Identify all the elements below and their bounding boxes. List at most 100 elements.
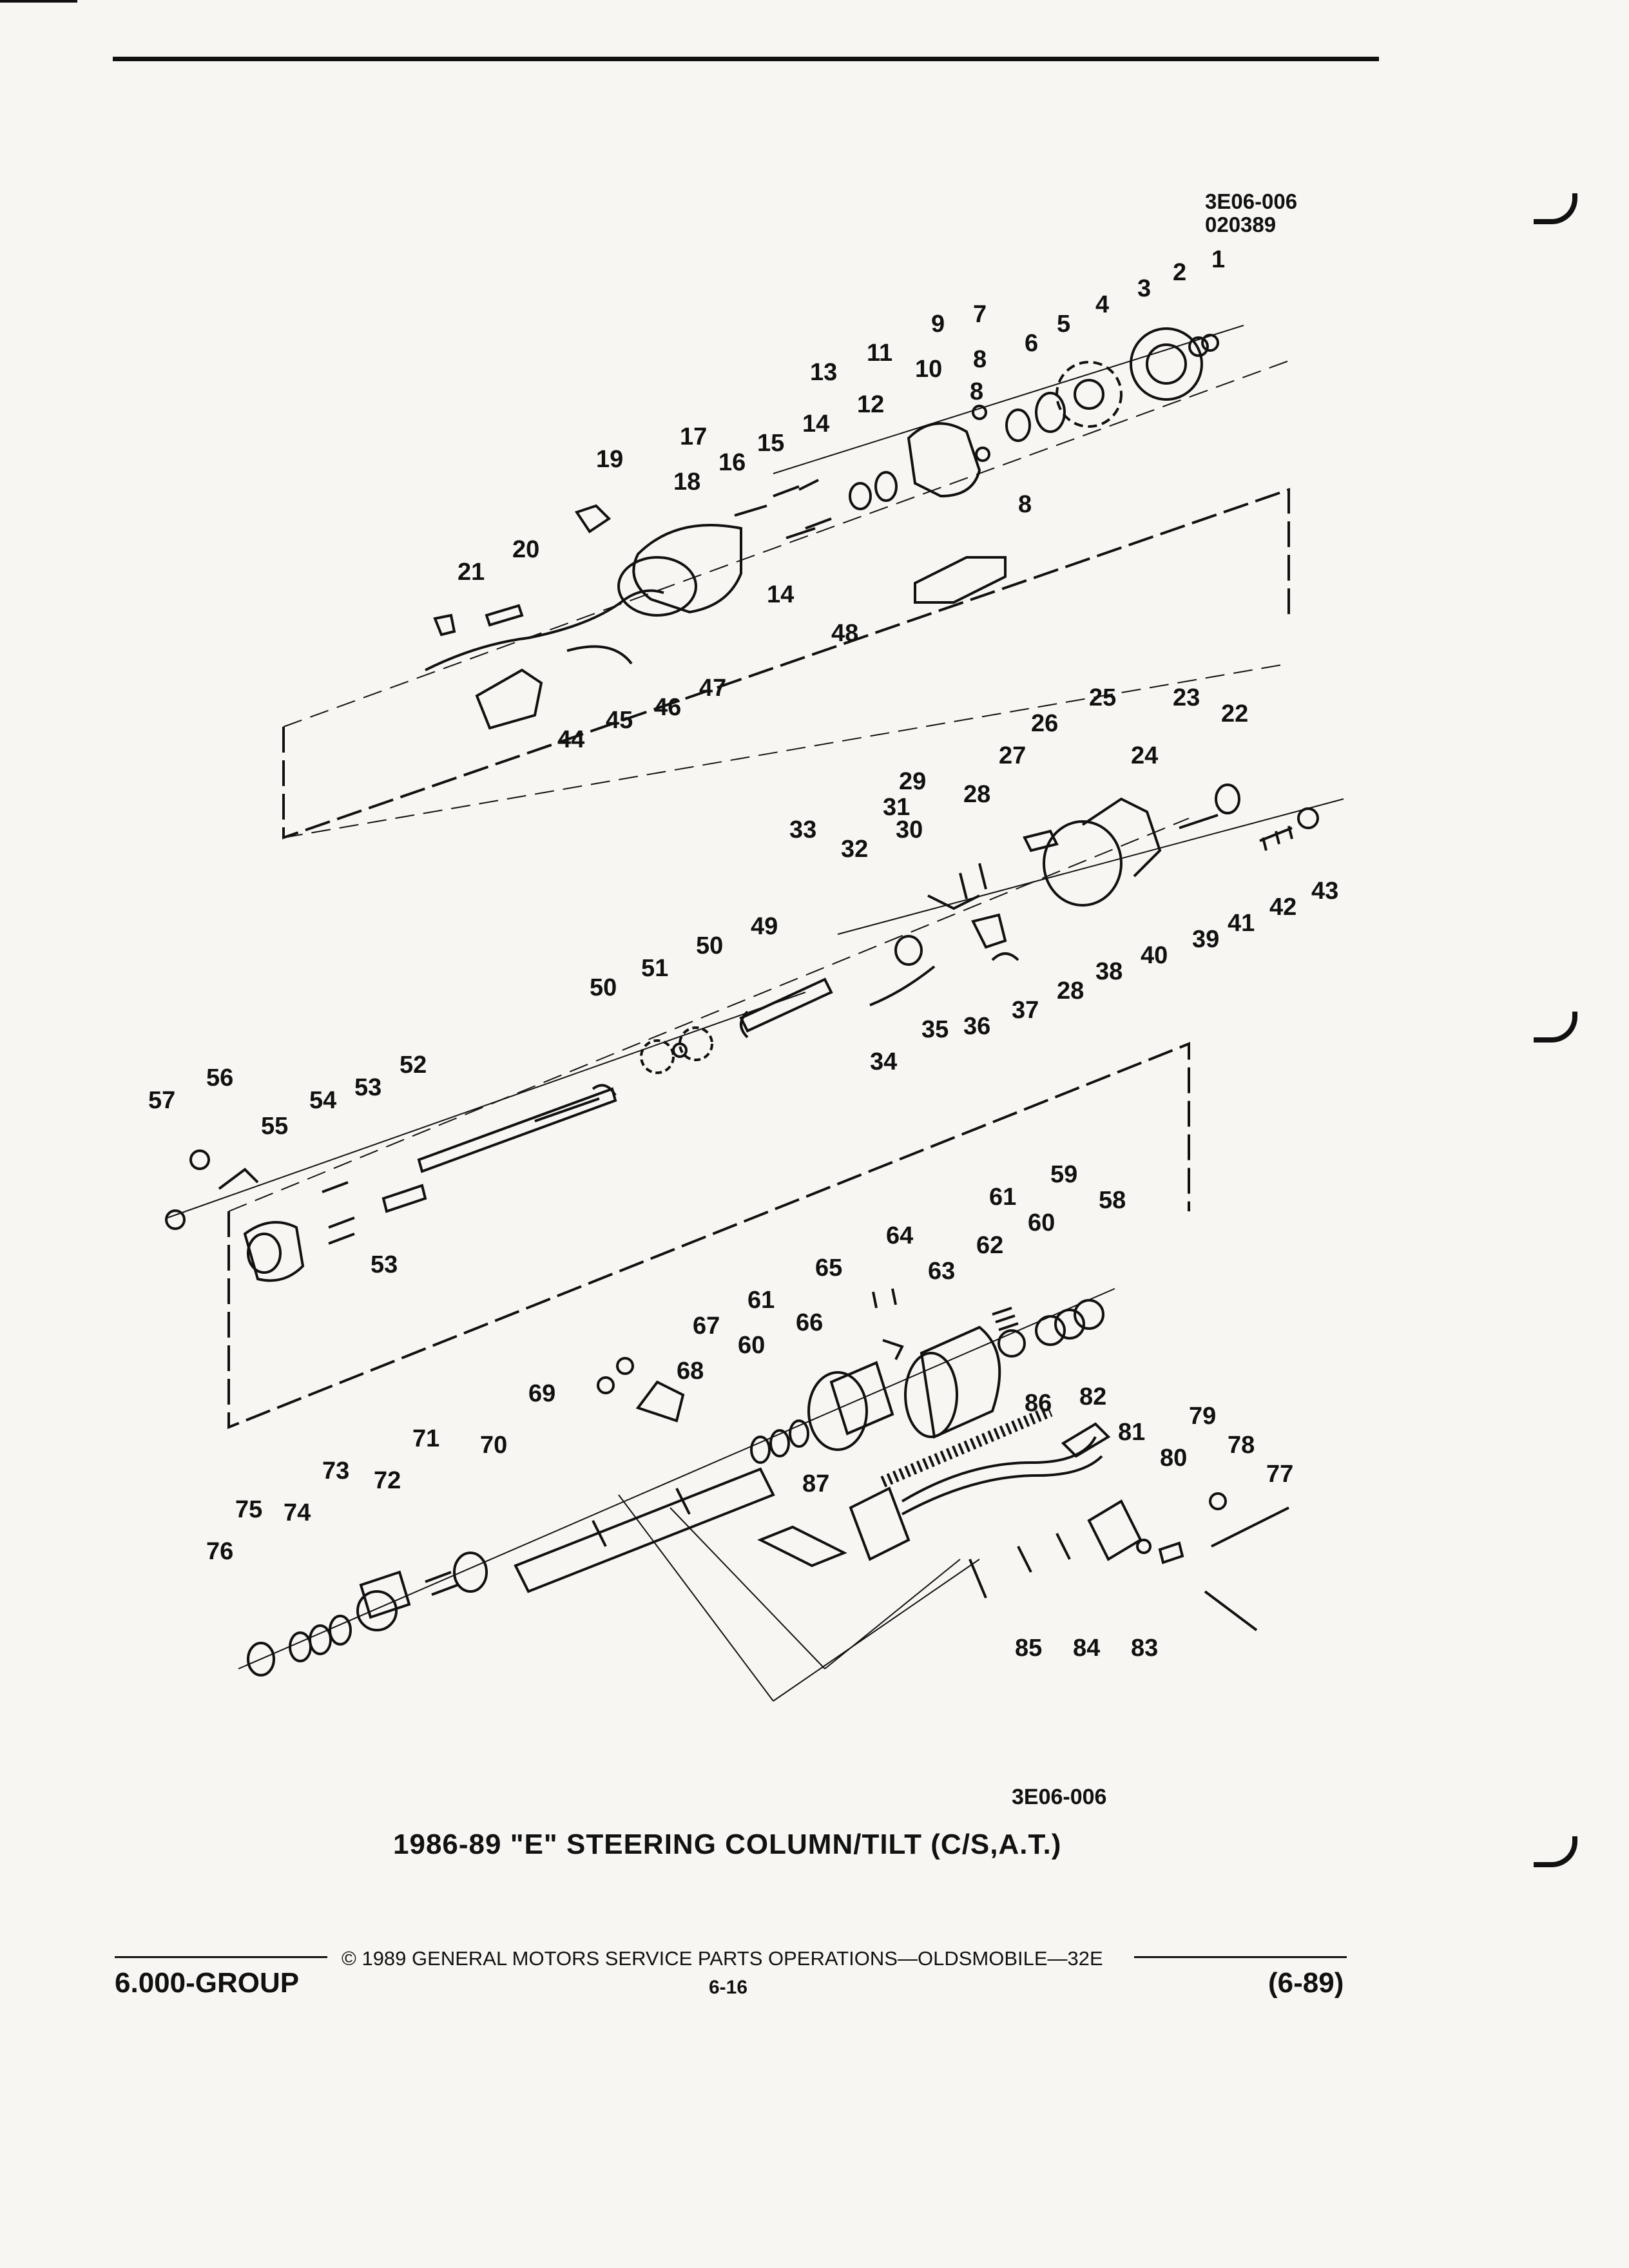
callout-29: 29 bbox=[899, 768, 926, 795]
callout-8c: 8 bbox=[1018, 491, 1032, 518]
callout-85: 85 bbox=[1015, 1635, 1042, 1662]
callout-44: 44 bbox=[557, 726, 584, 753]
callout-53a: 53 bbox=[354, 1074, 381, 1101]
callout-52: 52 bbox=[400, 1052, 427, 1079]
callout-75: 75 bbox=[235, 1496, 262, 1523]
figure-title: 1986-89 "E" STEERING COLUMN/TILT (C/S,A.… bbox=[393, 1829, 1062, 1860]
callout-26: 26 bbox=[1031, 710, 1058, 737]
callout-64: 64 bbox=[886, 1222, 913, 1249]
callout-66: 66 bbox=[796, 1309, 823, 1336]
callout-7: 7 bbox=[973, 301, 987, 328]
part-shapes bbox=[165, 327, 1319, 1677]
callout-76: 76 bbox=[206, 1538, 233, 1565]
callout-36: 36 bbox=[963, 1013, 990, 1040]
callout-59: 59 bbox=[1050, 1161, 1077, 1188]
callout-8a: 8 bbox=[973, 346, 987, 373]
part-70-jacket bbox=[514, 1467, 775, 1593]
part-82-wiring-harness bbox=[849, 1486, 911, 1561]
callout-27: 27 bbox=[999, 742, 1026, 769]
callout-43: 43 bbox=[1311, 878, 1338, 905]
reference-code: 3E06-006 020389 bbox=[1205, 190, 1297, 236]
callout-51: 51 bbox=[641, 955, 668, 982]
callout-58: 58 bbox=[1099, 1187, 1126, 1214]
top-rule bbox=[113, 57, 1379, 61]
callout-13: 13 bbox=[810, 359, 837, 386]
callout-10: 10 bbox=[915, 356, 942, 383]
callout-30: 30 bbox=[896, 816, 923, 843]
axis-middle bbox=[837, 798, 1344, 935]
callout-45: 45 bbox=[606, 707, 633, 734]
callout-8b: 8 bbox=[970, 378, 983, 405]
part-18-housing bbox=[632, 524, 742, 614]
axis-lower bbox=[238, 1288, 1115, 1669]
callout-39: 39 bbox=[1192, 926, 1219, 953]
callout-25: 25 bbox=[1089, 684, 1116, 711]
margin-mark-2 bbox=[1534, 1012, 1577, 1043]
callout-74: 74 bbox=[284, 1499, 311, 1526]
callout-57: 57 bbox=[148, 1087, 175, 1114]
margin-mark-1 bbox=[1534, 193, 1577, 224]
callout-63: 63 bbox=[928, 1258, 955, 1285]
panel-upper-boundary bbox=[282, 488, 1290, 840]
callout-46: 46 bbox=[654, 694, 681, 721]
part-86-spring bbox=[880, 1405, 1053, 1488]
reference-code-line2: 020389 bbox=[1205, 213, 1277, 236]
part-49-shaft-lower bbox=[739, 977, 833, 1033]
footer-group-number: 6.000-GROUP bbox=[115, 1967, 300, 1999]
callout-17: 17 bbox=[680, 423, 707, 450]
callout-70: 70 bbox=[480, 1432, 507, 1459]
footer-page-number: 6-16 bbox=[709, 1977, 748, 1998]
callout-86: 86 bbox=[1025, 1390, 1052, 1417]
callout-42: 42 bbox=[1269, 894, 1296, 921]
callout-14b: 14 bbox=[767, 581, 794, 608]
part-54-support bbox=[243, 1221, 305, 1282]
callout-84: 84 bbox=[1073, 1635, 1100, 1662]
callout-82: 82 bbox=[1079, 1383, 1106, 1410]
callout-20: 20 bbox=[512, 536, 539, 563]
callout-69: 69 bbox=[528, 1380, 555, 1407]
callout-60a: 60 bbox=[1028, 1209, 1055, 1236]
callout-61a: 61 bbox=[989, 1184, 1016, 1211]
callout-68: 68 bbox=[677, 1358, 704, 1385]
part-37-lock-housing bbox=[1043, 820, 1123, 907]
callout-22: 22 bbox=[1221, 700, 1248, 727]
footer-rule-left bbox=[115, 1956, 327, 1958]
callout-28b: 28 bbox=[1057, 977, 1084, 1004]
reference-code-line1: 3E06-006 bbox=[1205, 189, 1298, 213]
footer-rule-right bbox=[1134, 1956, 1347, 1958]
part-11-switch bbox=[907, 422, 981, 498]
margin-mark-3 bbox=[1534, 1836, 1577, 1867]
callout-62: 62 bbox=[976, 1232, 1003, 1259]
callout-61b: 61 bbox=[747, 1287, 775, 1314]
callout-23: 23 bbox=[1173, 684, 1200, 711]
callout-19: 19 bbox=[596, 446, 623, 473]
callout-50b: 50 bbox=[590, 974, 617, 1001]
callout-47: 47 bbox=[699, 675, 726, 702]
callout-12: 12 bbox=[857, 391, 884, 418]
callout-16: 16 bbox=[718, 449, 746, 476]
callout-24: 24 bbox=[1131, 742, 1158, 769]
callout-21: 21 bbox=[458, 559, 485, 586]
callout-40: 40 bbox=[1141, 942, 1168, 969]
callout-78: 78 bbox=[1228, 1432, 1255, 1459]
axis-shaft bbox=[167, 992, 806, 1218]
corner-rule bbox=[0, 0, 77, 3]
callout-4: 4 bbox=[1095, 291, 1109, 318]
callout-72: 72 bbox=[374, 1467, 401, 1494]
callout-6: 6 bbox=[1025, 330, 1038, 357]
callout-1: 1 bbox=[1211, 246, 1225, 273]
callout-28a: 28 bbox=[963, 781, 990, 808]
callout-83: 83 bbox=[1131, 1635, 1158, 1662]
part-48-cover bbox=[914, 556, 1007, 604]
callout-33: 33 bbox=[789, 816, 816, 843]
part-87-pad bbox=[757, 1525, 847, 1568]
footer-date-code: (6-89) bbox=[1268, 1967, 1344, 1999]
callout-14a: 14 bbox=[802, 410, 829, 437]
callout-65: 65 bbox=[815, 1254, 842, 1282]
callout-9: 9 bbox=[931, 311, 945, 338]
callout-55: 55 bbox=[261, 1113, 288, 1140]
callout-87: 87 bbox=[802, 1470, 829, 1497]
panel-middle-boundary bbox=[227, 1042, 1190, 1429]
callout-48: 48 bbox=[831, 620, 858, 647]
